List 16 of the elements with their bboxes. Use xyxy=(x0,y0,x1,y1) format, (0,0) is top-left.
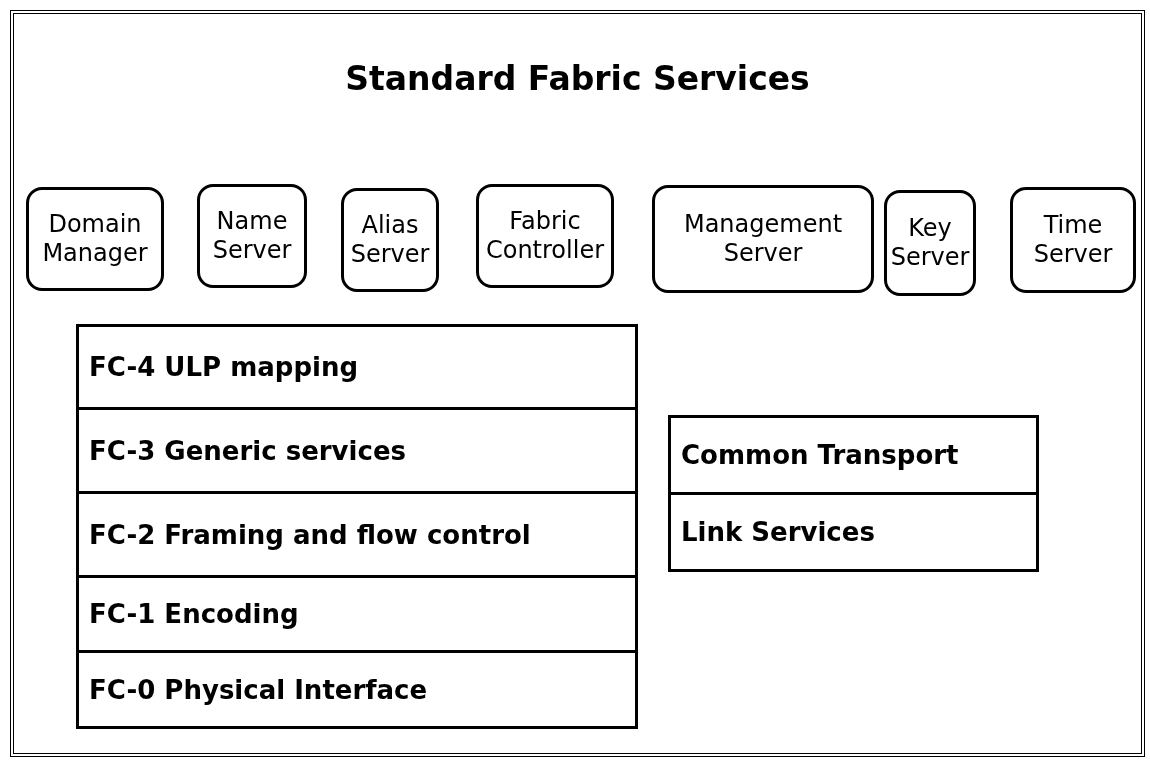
layer-box: FC-3 Generic services xyxy=(76,407,638,494)
service-box: Alias Server xyxy=(341,188,439,292)
service-box: Key Server xyxy=(884,190,976,296)
layer-box: FC-4 ULP mapping xyxy=(76,324,638,410)
service-box: Fabric Controller xyxy=(476,184,614,288)
service-box: Management Server xyxy=(652,185,874,293)
layer-box: Link Services xyxy=(668,492,1039,572)
layer-box: FC-1 Encoding xyxy=(76,575,638,653)
diagram-heading: Standard Fabric Services xyxy=(344,59,811,98)
service-box: Time Server xyxy=(1010,187,1136,293)
service-box: Name Server xyxy=(197,184,307,288)
service-box: Domain Manager xyxy=(26,187,164,291)
layer-box: FC-0 Physical Interface xyxy=(76,650,638,729)
layer-box: Common Transport xyxy=(668,415,1039,495)
outer-frame xyxy=(10,10,1145,757)
layer-box: FC-2 Framing and flow control xyxy=(76,491,638,578)
